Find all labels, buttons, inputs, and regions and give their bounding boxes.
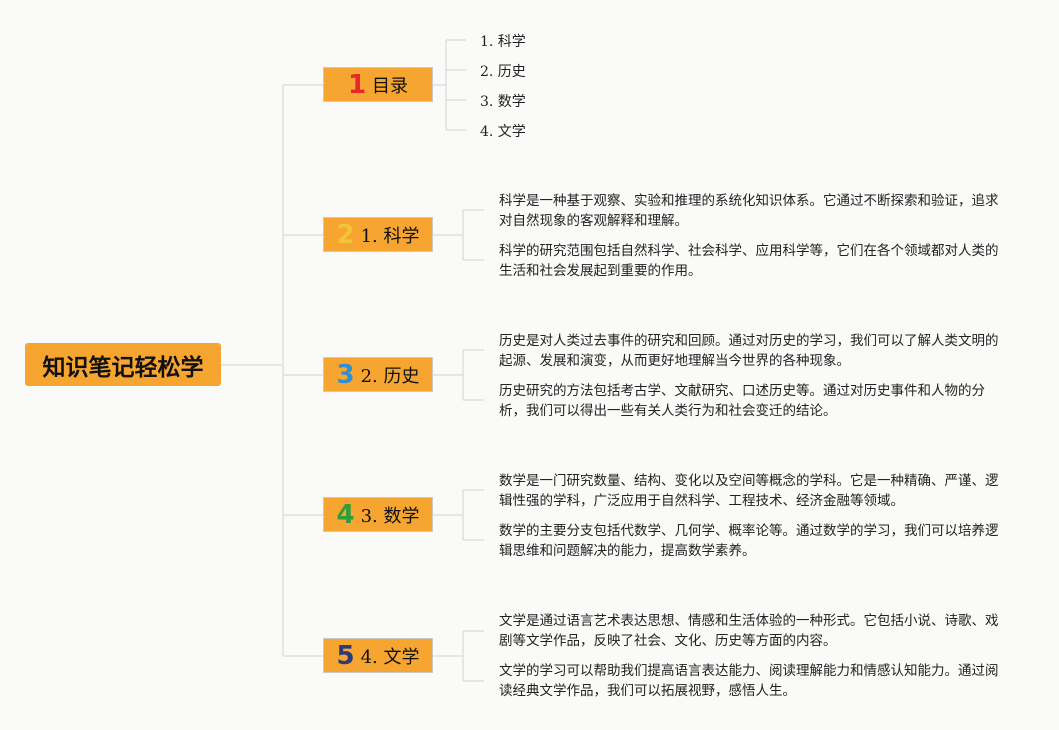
- toc-item-history[interactable]: 2. 历史: [480, 64, 526, 80]
- branch-label: 3. 数学: [360, 505, 420, 527]
- branch-node-toc[interactable]: 1 目录: [323, 67, 433, 102]
- number-badge-icon: 5: [336, 640, 355, 671]
- branch-node-literature[interactable]: 5 4. 文学: [323, 638, 433, 673]
- toc-item-math[interactable]: 3. 数学: [480, 94, 526, 110]
- branch-label: 1. 科学: [360, 225, 420, 247]
- number-badge-icon: 2: [336, 219, 355, 250]
- branch-label: 目录: [372, 75, 409, 97]
- math-paragraph-1[interactable]: 数学是一门研究数量、结构、变化以及空间等概念的学科。它是一种精确、严谨、逻辑性强…: [499, 473, 999, 509]
- history-paragraph-1[interactable]: 历史是对人类过去事件的研究和回顾。通过对历史的学习，我们可以了解人类文明的起源、…: [499, 333, 999, 369]
- branch-label: 2. 历史: [360, 365, 420, 387]
- number-badge-icon: 4: [336, 499, 355, 530]
- branch-node-math[interactable]: 4 3. 数学: [323, 497, 433, 532]
- literature-paragraph-1[interactable]: 文学是通过语言艺术表达思想、情感和生活体验的一种形式。它包括小说、诗歌、戏剧等文…: [499, 613, 999, 649]
- root-node[interactable]: 知识笔记轻松学: [25, 343, 221, 386]
- science-paragraph-1[interactable]: 科学是一种基于观察、实验和推理的系统化知识体系。它通过不断探索和验证，追求对自然…: [499, 193, 999, 229]
- math-paragraph-2[interactable]: 数学的主要分支包括代数学、几何学、概率论等。通过数学的学习，我们可以培养逻辑思维…: [499, 523, 999, 559]
- literature-paragraph-2[interactable]: 文学的学习可以帮助我们提高语言表达能力、阅读理解能力和情感认知能力。通过阅读经典…: [499, 663, 999, 699]
- number-badge-icon: 3: [336, 359, 355, 390]
- toc-item-literature[interactable]: 4. 文学: [480, 124, 526, 140]
- branch-label: 4. 文学: [360, 646, 420, 668]
- history-paragraph-2[interactable]: 历史研究的方法包括考古学、文献研究、口述历史等。通过对历史事件和人物的分析，我们…: [499, 383, 985, 419]
- number-badge-icon: 1: [347, 69, 367, 100]
- root-title: 知识笔记轻松学: [42, 354, 204, 381]
- toc-item-science[interactable]: 1. 科学: [480, 34, 526, 50]
- branch-node-history[interactable]: 3 2. 历史: [323, 357, 433, 392]
- science-paragraph-2[interactable]: 科学的研究范围包括自然科学、社会科学、应用科学等，它们在各个领域都对人类的生活和…: [499, 243, 999, 279]
- branch-node-science[interactable]: 2 1. 科学: [323, 217, 433, 252]
